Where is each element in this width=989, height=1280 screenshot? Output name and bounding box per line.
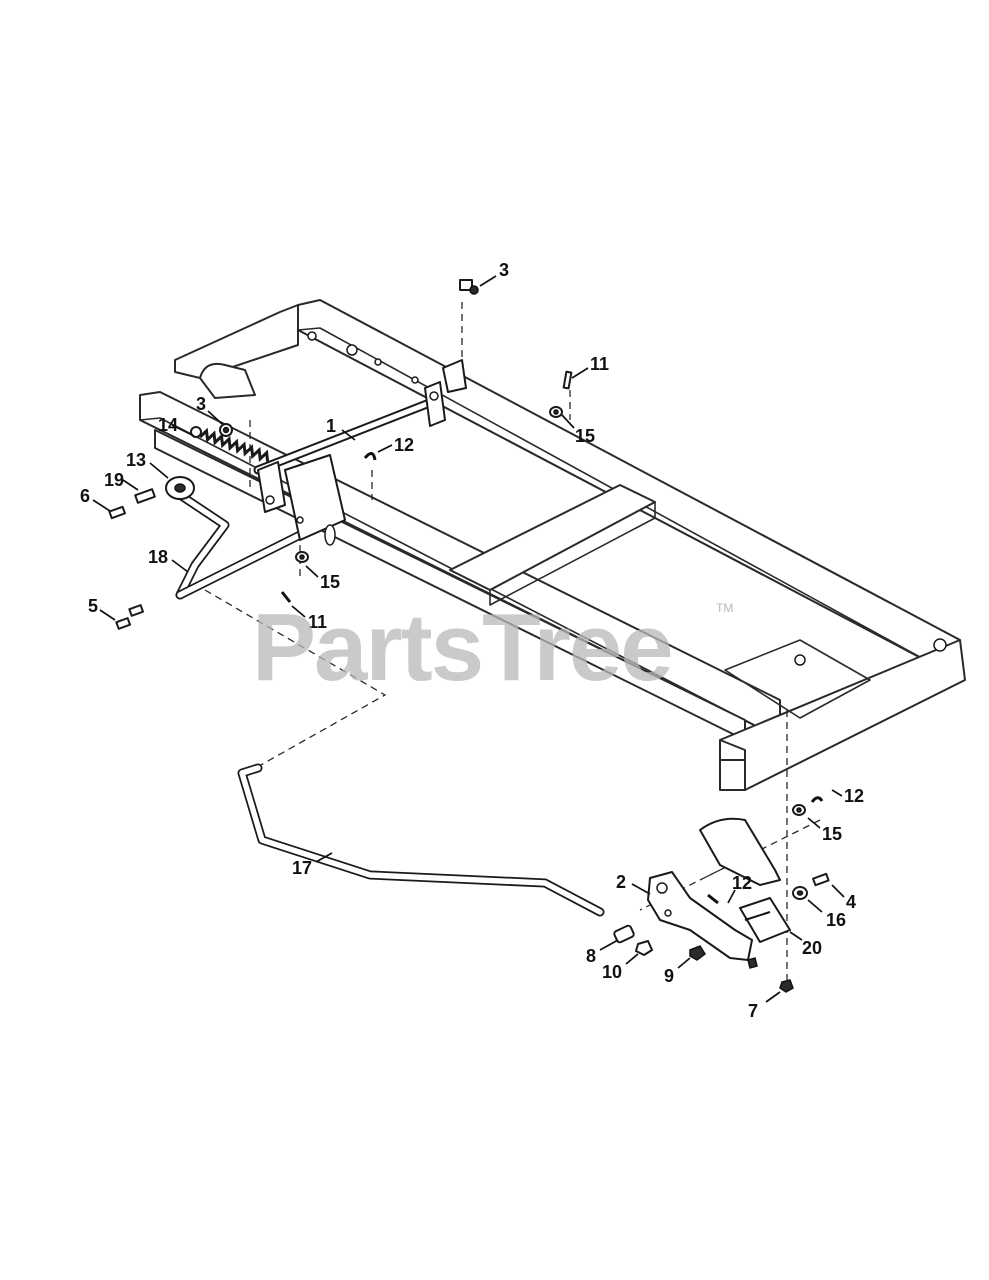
leader-lines [92, 275, 845, 1003]
callout-3-left: 3 [196, 394, 206, 414]
part-15-washer-front [792, 804, 806, 816]
watermark-tm: TM [716, 601, 733, 615]
part-14-spring [190, 426, 270, 463]
part-13-pivot [165, 476, 195, 500]
callout-7: 7 [748, 1001, 758, 1021]
callout-15-mid: 15 [320, 572, 340, 592]
callout-4: 4 [846, 892, 856, 912]
callout-12-front: 12 [732, 873, 752, 893]
part-15-washer-mid [295, 551, 309, 563]
callout-6: 6 [80, 486, 90, 506]
part-11-pin-mid [280, 591, 292, 603]
part-7-nut [747, 957, 794, 993]
part-17-link-rod [237, 763, 605, 917]
part-19-bushing [134, 488, 156, 504]
callout-2: 2 [616, 872, 626, 892]
callout-18: 18 [148, 547, 168, 567]
callout-15-front: 15 [822, 824, 842, 844]
part-15-washer-top [549, 406, 563, 418]
part-4-bolt [812, 872, 830, 887]
callout-14: 14 [158, 415, 178, 435]
part-5-bolt [115, 604, 145, 630]
callout-8: 8 [586, 946, 596, 966]
watermark-text: PartsTree [252, 594, 672, 701]
callout-12-top: 12 [394, 435, 414, 455]
part-3-bolt-top [459, 279, 479, 295]
front-bracket-shield [699, 817, 781, 886]
callout-10: 10 [602, 962, 622, 982]
callout-16: 16 [826, 910, 846, 930]
callout-1: 1 [326, 416, 336, 436]
lift-plate [257, 454, 346, 546]
part-6-bolt [108, 505, 126, 520]
part-12-clip-front [707, 796, 824, 905]
part-11-pin-top [562, 370, 573, 390]
callout-11-top: 11 [590, 354, 609, 374]
part-9-nut [689, 945, 707, 961]
callout-17: 17 [292, 858, 312, 878]
part-3-bolt-left [219, 423, 233, 437]
part-1-shaft [253, 397, 437, 475]
callout-labels: 1 2 3 3 4 5 6 7 8 9 10 11 11 12 12 12 13… [80, 260, 864, 1021]
mower-frame [139, 299, 966, 791]
callout-15-top: 15 [575, 426, 595, 446]
part-20-bracket [739, 897, 791, 943]
rear-bracket [424, 359, 467, 427]
callout-19: 19 [104, 470, 124, 490]
callout-20: 20 [802, 938, 822, 958]
partstree-watermark: PartsTree TM [252, 594, 733, 701]
callout-9: 9 [664, 966, 674, 986]
callout-5: 5 [88, 596, 98, 616]
part-16-washer [792, 886, 808, 900]
callout-3-top: 3 [499, 260, 509, 280]
callout-11-mid: 11 [308, 612, 327, 632]
part-10-nut [635, 940, 653, 956]
part-12-clip-top [363, 452, 377, 461]
part-8-bushing [613, 924, 635, 944]
callout-13: 13 [126, 450, 146, 470]
callout-12-right: 12 [844, 786, 864, 806]
